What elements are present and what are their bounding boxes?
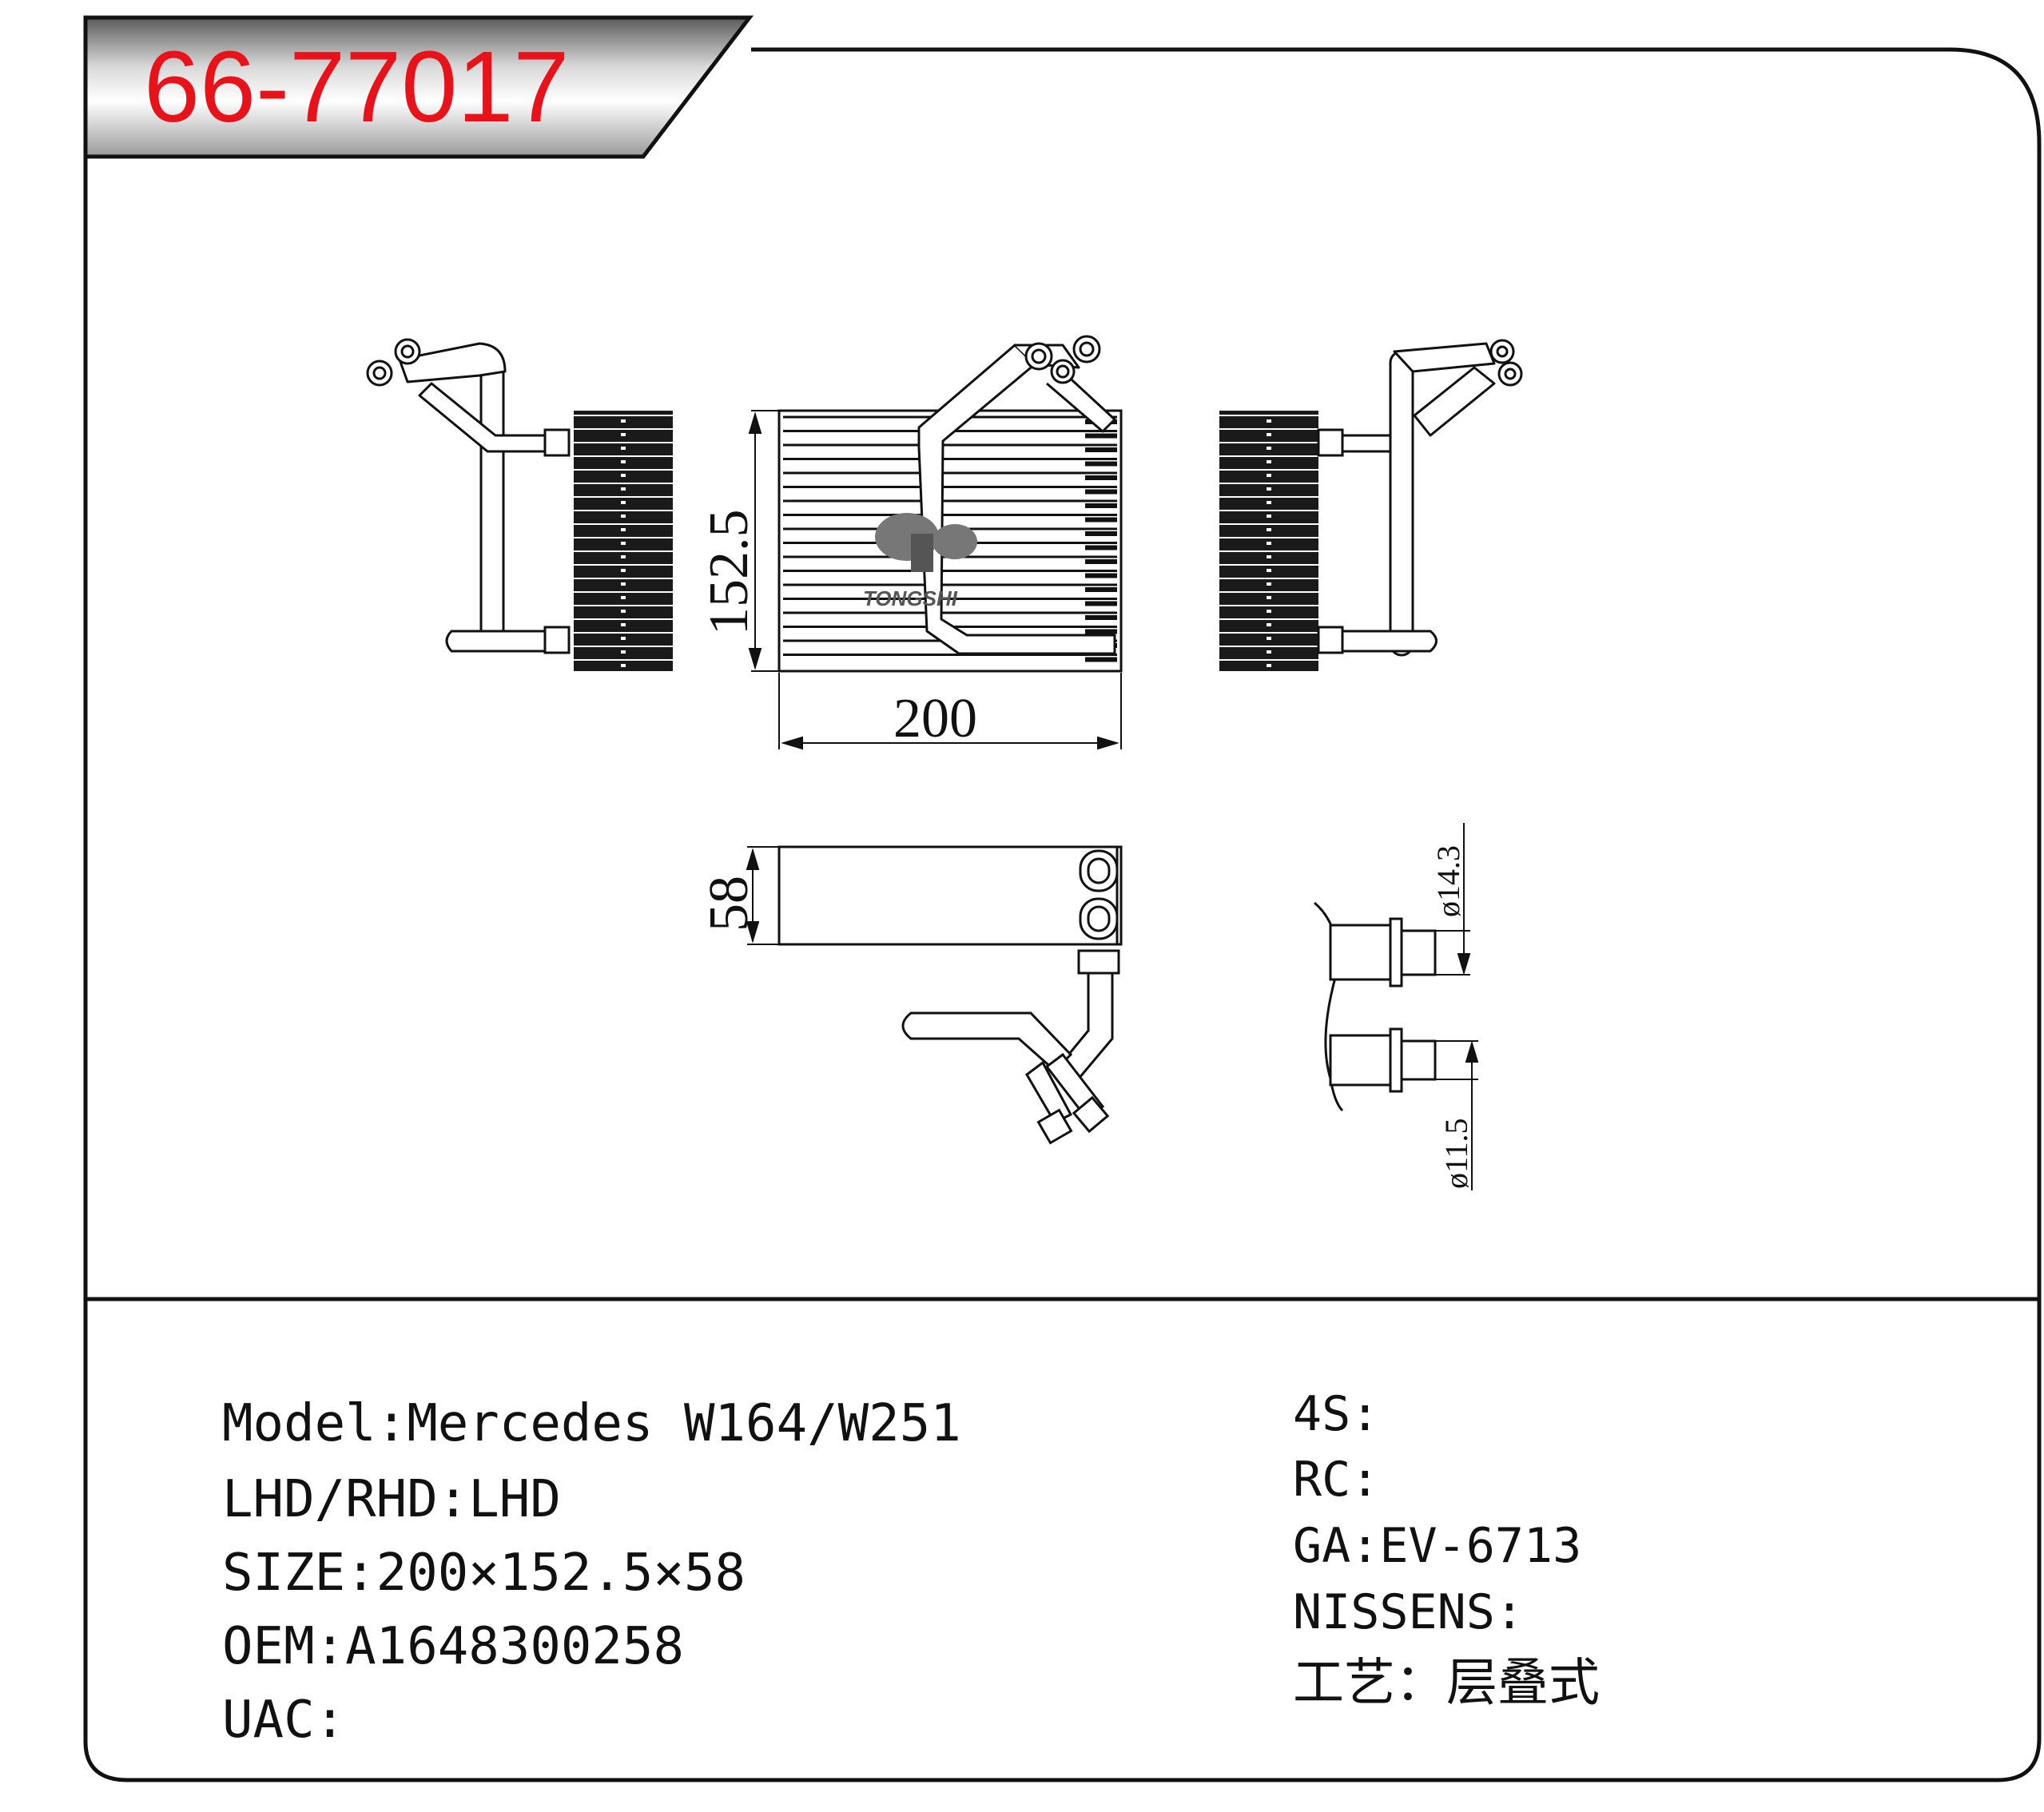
plate-mark: [621, 664, 626, 667]
plate-stack: [1219, 411, 1318, 671]
plate-mark: [1267, 650, 1271, 654]
plate-mark: [621, 474, 626, 477]
plate-mark: [621, 569, 626, 572]
spec-uac: UAC:: [222, 1691, 345, 1750]
plate-mark: [621, 555, 626, 558]
plate-mark: [1267, 610, 1271, 613]
depth-value: 58: [698, 876, 760, 932]
plate-mark: [1267, 487, 1271, 491]
spec-ga: GA:EV-6713: [1293, 1518, 1581, 1574]
plate-mark: [1267, 596, 1271, 599]
plate-mark: [621, 419, 626, 423]
plate-mark: [621, 487, 626, 491]
spec-nissens: NISSENS:: [1293, 1584, 1524, 1640]
plate-mark: [621, 623, 626, 626]
plate-mark: [1267, 474, 1271, 477]
core-fins: [783, 415, 1117, 662]
frame-border: [83, 19, 2042, 1782]
left-side-view: [366, 338, 676, 671]
plate-mark: [1267, 515, 1271, 518]
spec-drive-side: LHD/RHD:LHD: [222, 1470, 561, 1529]
plate-mark: [621, 596, 626, 599]
plate-mark: [621, 433, 626, 436]
height-value: 152.5: [698, 510, 760, 636]
plate-mark: [1267, 542, 1271, 545]
pipe-small-value: ø11.5: [1438, 1118, 1474, 1189]
plate-mark: [621, 528, 626, 531]
plate-mark: [1267, 555, 1271, 558]
plate-mark: [1267, 569, 1271, 572]
plate-mark: [621, 637, 626, 640]
plate-mark: [1267, 447, 1271, 450]
title-tab: [83, 15, 754, 159]
spec-size: SIZE:200×152.5×58: [222, 1544, 746, 1603]
depth-dimension: 58: [698, 846, 779, 945]
part-number: 66-77017: [144, 30, 570, 143]
plate-mark: [1267, 501, 1271, 504]
spec-rc: RC:: [1293, 1452, 1379, 1508]
plate-mark: [1267, 637, 1271, 640]
logo-text: TONGSHI: [863, 586, 958, 610]
top-view: [777, 845, 1123, 1145]
spec-model: Model:Mercedes W164/W251: [222, 1394, 961, 1453]
logo: TONGSHI: [863, 513, 977, 610]
spec-oem: OEM:A1648300258: [222, 1617, 684, 1676]
plate-mark: [621, 501, 626, 504]
plate-mark: [1267, 582, 1271, 586]
right-side-view: [1216, 339, 1523, 671]
plate-mark: [1267, 419, 1271, 423]
plate-mark: [621, 650, 626, 654]
plate-mark: [1267, 623, 1271, 626]
plate-mark: [1267, 460, 1271, 463]
specs-left: Model:Mercedes W164/W251 LHD/RHD:LHD SIZ…: [222, 1394, 961, 1750]
plate-mark: [1267, 433, 1271, 436]
height-dimension: 152.5: [698, 410, 779, 672]
plate-mark: [621, 460, 626, 463]
pipe-detail: ø14.3 ø11.5: [1314, 823, 1479, 1190]
plate-mark: [621, 447, 626, 450]
plate-mark: [1267, 664, 1271, 667]
width-dimension: 200: [778, 673, 1122, 750]
spec-process: 工艺：层叠式: [1293, 1654, 1600, 1713]
specs-right: 4S: RC: GA:EV-6713 NISSENS: 工艺：层叠式: [1293, 1386, 1600, 1713]
pipe-large-value: ø14.3: [1430, 845, 1466, 917]
front-view: TONGSHI: [777, 335, 1123, 673]
plate-mark: [621, 610, 626, 613]
plate-mark: [621, 515, 626, 518]
plate-mark: [621, 582, 626, 586]
spec-4s: 4S:: [1293, 1386, 1379, 1442]
width-value: 200: [893, 688, 977, 749]
plate-mark: [621, 542, 626, 545]
plate-mark: [1267, 528, 1271, 531]
plate-stack: [574, 411, 673, 671]
